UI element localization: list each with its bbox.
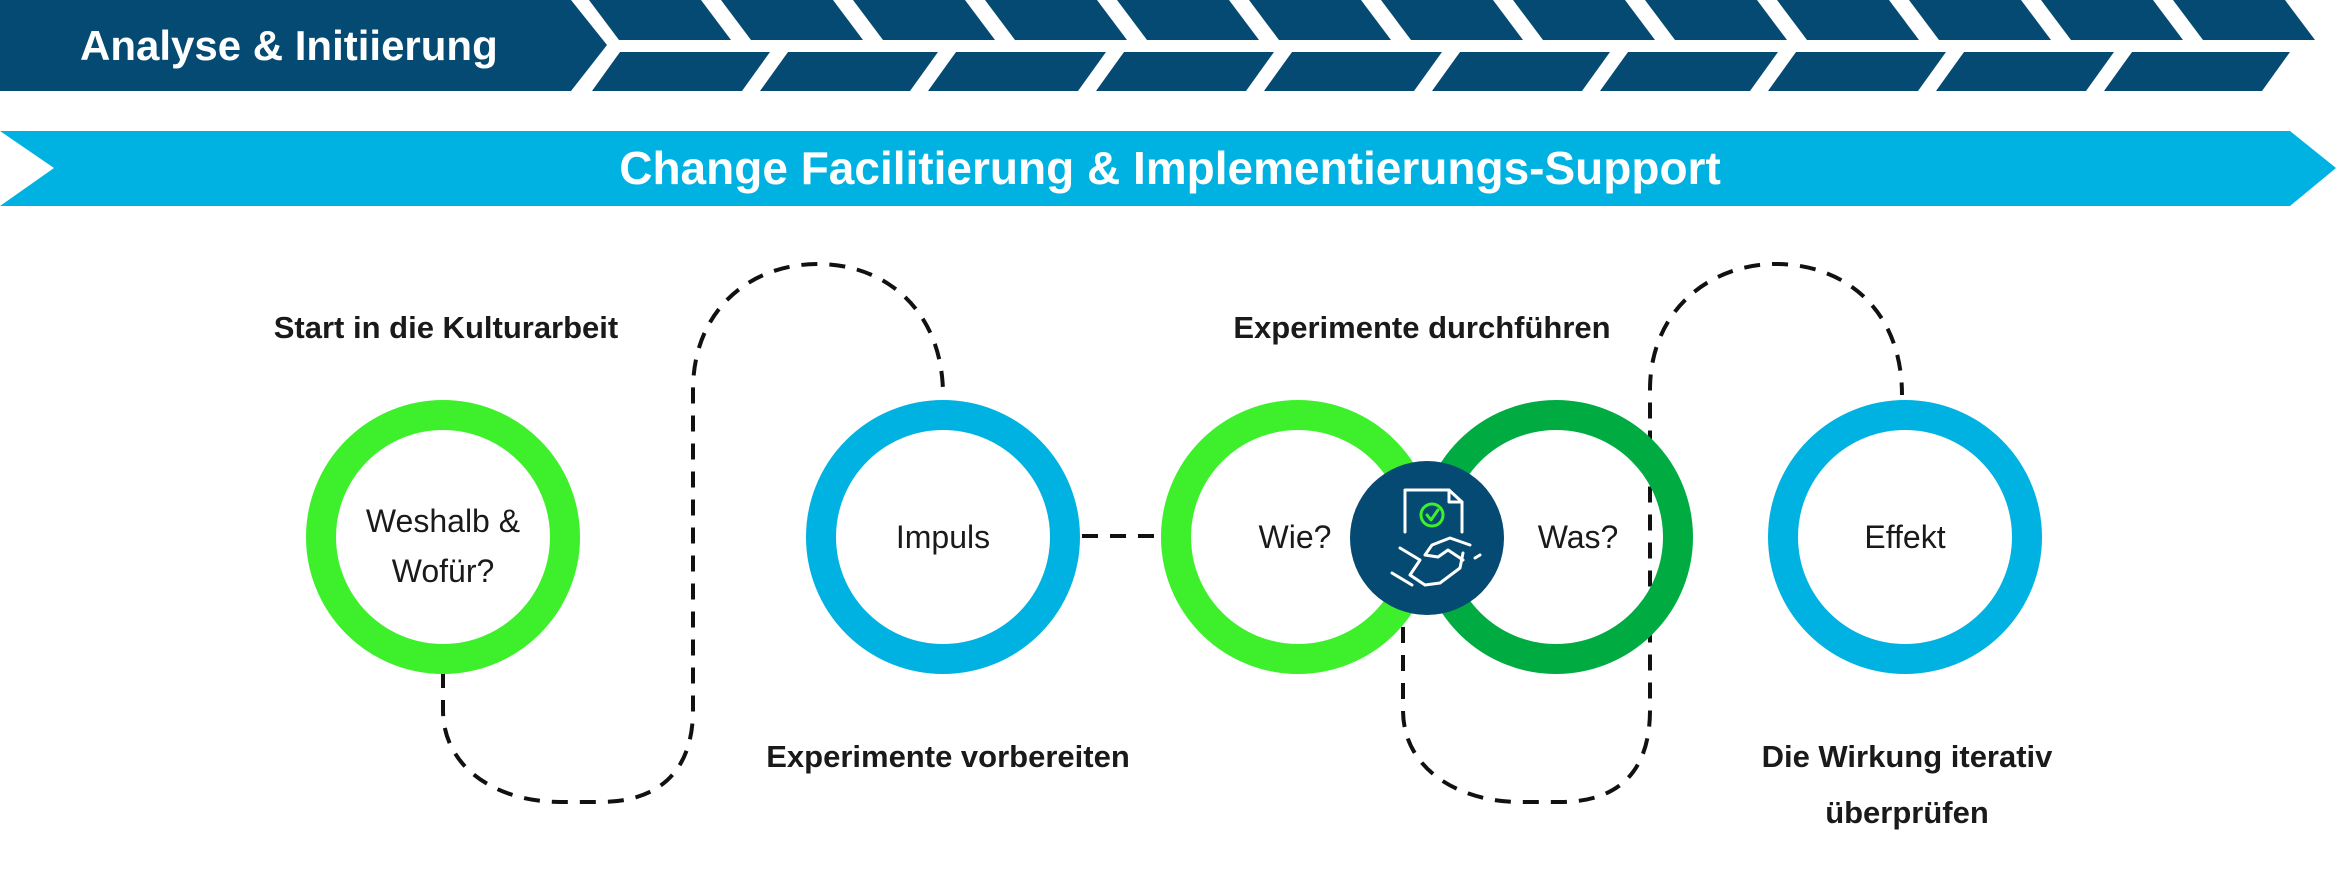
chevron-segment (1381, 0, 1523, 40)
chevron-segment (721, 0, 863, 40)
change-phase-arrow: Change Facilitierung & Implementierungs-… (0, 131, 2336, 206)
step-effekt: Effekt (1768, 400, 2042, 674)
effekt-label: Effekt (1864, 519, 1945, 555)
handshake-badge (1350, 461, 1504, 615)
handshake-badge-circle (1350, 461, 1504, 615)
analysis-label-block (0, 0, 607, 91)
chevron-segment (1096, 52, 1274, 91)
chevron-segment (1645, 0, 1787, 40)
change-arrow-shape (0, 131, 2336, 206)
chevron-segment (592, 52, 770, 91)
chevron-segment (1909, 0, 2051, 40)
chevron-segment (1117, 0, 1259, 40)
analysis-phase-label: Analyse & Initiierung (80, 22, 498, 69)
weshalb-label-line1: Weshalb & (366, 503, 520, 539)
connector-path-2 (1401, 261, 1904, 804)
chevron-segment (853, 0, 995, 40)
chevron-segment (1249, 0, 1391, 40)
chevron-segment (2104, 52, 2290, 91)
handshake-contract-icon (1390, 488, 1482, 587)
analysis-chevrons-top (589, 0, 2315, 40)
weshalb-label-line2: Wofür? (392, 553, 495, 589)
chevron-segment (1768, 52, 1946, 91)
step-weshalb: Weshalb & Wofür? (306, 400, 580, 674)
impuls-ring (806, 400, 1080, 674)
chevron-segment (1600, 52, 1778, 91)
chevron-segment (1432, 52, 1610, 91)
prepare-label: Experimente vorbereiten (766, 739, 1130, 774)
chevron-segment (1264, 52, 1442, 91)
step-impuls: Impuls (806, 400, 1080, 674)
was-label: Was? (1538, 519, 1619, 555)
chevron-segment (2041, 0, 2183, 40)
chevron-segment (928, 52, 1106, 91)
review-label-line2: überprüfen (1825, 795, 1989, 830)
connector-path-1 (441, 261, 945, 804)
chevron-segment (2173, 0, 2315, 40)
weshalb-ring (306, 400, 580, 674)
change-phase-label: Change Facilitierung & Implementierungs-… (619, 142, 1721, 194)
chevron-segment (1513, 0, 1655, 40)
analysis-phase-bar: Analyse & Initiierung (0, 0, 2315, 91)
chevron-segment (1936, 52, 2114, 91)
effekt-ring (1768, 400, 2042, 674)
chevron-segment (589, 0, 731, 40)
review-label-line1: Die Wirkung iterativ (1762, 739, 2054, 774)
chevron-segment (985, 0, 1127, 40)
analysis-chevrons-bottom (592, 52, 2290, 91)
impuls-label: Impuls (896, 519, 990, 555)
start-label: Start in die Kulturarbeit (274, 310, 618, 345)
chevron-segment (1777, 0, 1919, 40)
chevron-segment (760, 52, 938, 91)
conduct-label: Experimente durchführen (1233, 310, 1610, 345)
wie-label: Wie? (1259, 519, 1332, 555)
